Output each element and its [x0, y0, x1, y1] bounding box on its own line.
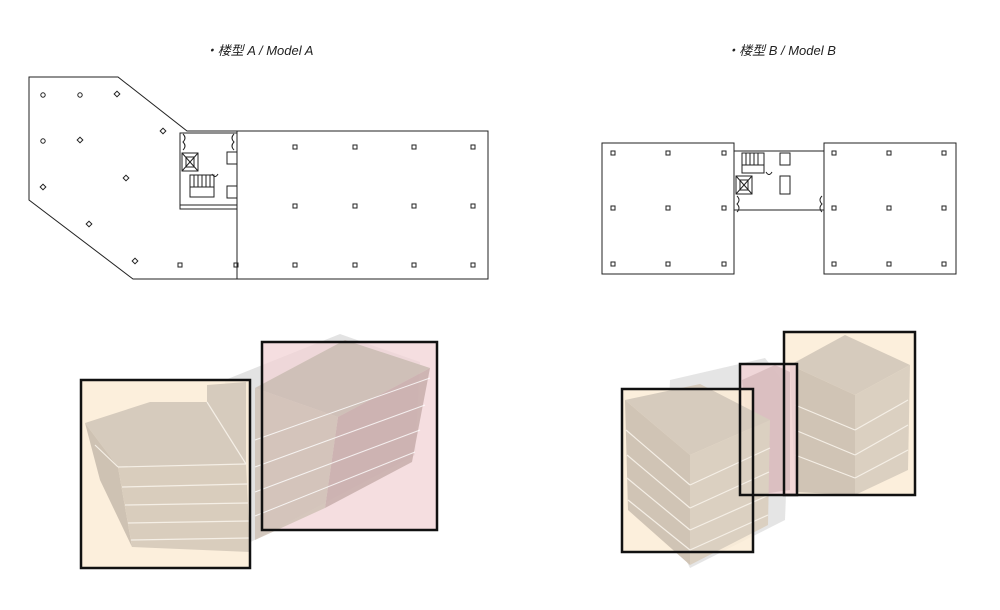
model-a-columns	[39, 90, 476, 268]
model-b-caption: ・楼型 B / Model B	[726, 43, 836, 58]
model-b-plan-right-block	[823, 142, 957, 275]
model-b-left-frame	[620, 387, 755, 554]
model-b-core	[733, 150, 825, 213]
model-a-floor-plan	[28, 76, 489, 280]
model-b-right-block	[790, 335, 910, 495]
model-a-caption: ・楼型 A / Model A	[204, 43, 314, 58]
model-a-long-block	[254, 340, 431, 540]
model-b-pink-frame	[738, 362, 799, 497]
model-b-floor-plan	[601, 142, 957, 275]
model-a-elevator	[181, 152, 199, 172]
model-b-elevator	[735, 175, 753, 195]
model-a-massing	[79, 334, 439, 570]
model-a-beige-frame	[79, 378, 252, 570]
model-b-stair	[741, 152, 765, 174]
model-b-massing	[620, 330, 917, 568]
model-b-plan-left-block	[601, 142, 735, 275]
model-b-left-block	[625, 384, 771, 565]
model-b-right-frame	[782, 330, 917, 497]
model-a-plan-outline	[28, 76, 489, 280]
model-a-pink-frame	[260, 340, 439, 532]
model-b-columns	[610, 150, 947, 267]
model-a-stair	[189, 174, 215, 198]
model-a-front-block	[85, 382, 251, 552]
model-a-core	[179, 132, 238, 210]
